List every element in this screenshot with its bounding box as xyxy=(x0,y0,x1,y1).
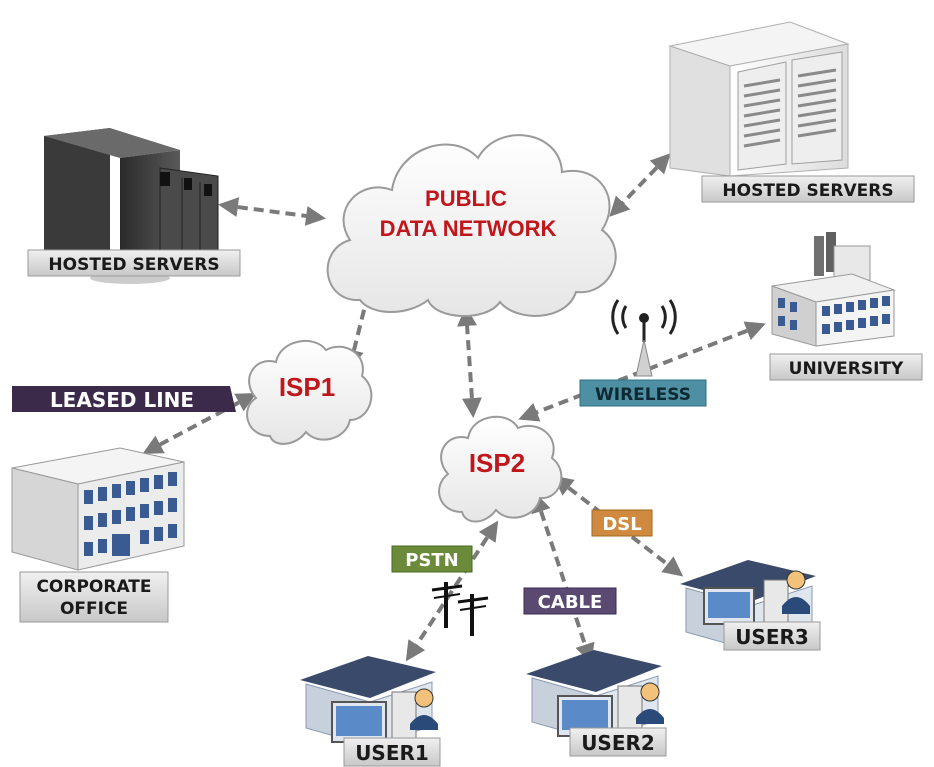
user1-node: USER1 xyxy=(300,656,441,767)
isp1-label: ISP1 xyxy=(279,372,335,402)
wireless-tower-icon xyxy=(611,299,677,377)
isp2-cloud: ISP2 xyxy=(438,415,563,523)
hosted-servers-right-node: HOSTED SERVERS xyxy=(668,21,915,203)
university-node: UNIVERSITY xyxy=(769,232,923,381)
hosted-servers-right-label: HOSTED SERVERS xyxy=(722,181,893,201)
isp2-label: ISP2 xyxy=(469,448,525,478)
link-left-servers-public xyxy=(218,197,326,226)
telephone-poles-icon xyxy=(431,582,489,636)
corporate-office-label-line2: OFFICE xyxy=(60,599,128,619)
university-building-icon xyxy=(771,232,896,347)
leased-line-label: LEASED LINE xyxy=(50,388,194,412)
public-network-label-line2: DATA NETWORK xyxy=(380,216,557,241)
home-computer-icon xyxy=(526,650,664,741)
hosted-servers-left-node: HOSTED SERVERS xyxy=(27,128,241,284)
link-right-servers-public xyxy=(609,153,671,217)
dsl-label: DSL xyxy=(602,514,641,535)
link-isp2-user2 xyxy=(531,492,595,664)
dsl-tag: DSL xyxy=(591,509,653,537)
cable-tag: CABLE xyxy=(523,587,617,615)
corporate-office-label-line1: CORPORATE xyxy=(36,577,151,597)
wireless-tag: WIRELESS xyxy=(579,379,707,407)
public-network-label-line1: PUBLIC xyxy=(425,186,507,211)
user2-node: USER2 xyxy=(526,650,667,757)
pstn-label: PSTN xyxy=(405,550,459,571)
user3-label: USER3 xyxy=(735,625,809,649)
leased-line-tag: LEASED LINE xyxy=(12,386,236,412)
office-building-icon xyxy=(11,447,185,571)
user2-label: USER2 xyxy=(581,731,655,755)
wireless-label: WIRELESS xyxy=(595,385,691,405)
home-computer-icon xyxy=(300,656,438,747)
home-computer-icon xyxy=(680,560,816,651)
link-isp1-corporate xyxy=(142,393,257,454)
link-isp2-public xyxy=(457,306,482,418)
pstn-tag: PSTN xyxy=(391,545,473,573)
isp1-cloud: ISP1 xyxy=(246,340,373,445)
user1-label: USER1 xyxy=(355,741,429,765)
dark-server-rack-icon xyxy=(44,128,219,284)
white-server-rack-icon xyxy=(668,21,850,177)
university-label: UNIVERSITY xyxy=(789,359,904,379)
link-isp2-user3 xyxy=(552,475,684,577)
user3-node: USER3 xyxy=(680,560,821,651)
corporate-office-node: CORPORATE OFFICE xyxy=(11,447,185,623)
link-isp2-user1 xyxy=(405,520,499,662)
hosted-servers-left-label: HOSTED SERVERS xyxy=(48,255,219,275)
public-data-network-cloud: PUBLIC DATA NETWORK xyxy=(326,134,617,317)
cable-label: CABLE xyxy=(538,592,603,613)
